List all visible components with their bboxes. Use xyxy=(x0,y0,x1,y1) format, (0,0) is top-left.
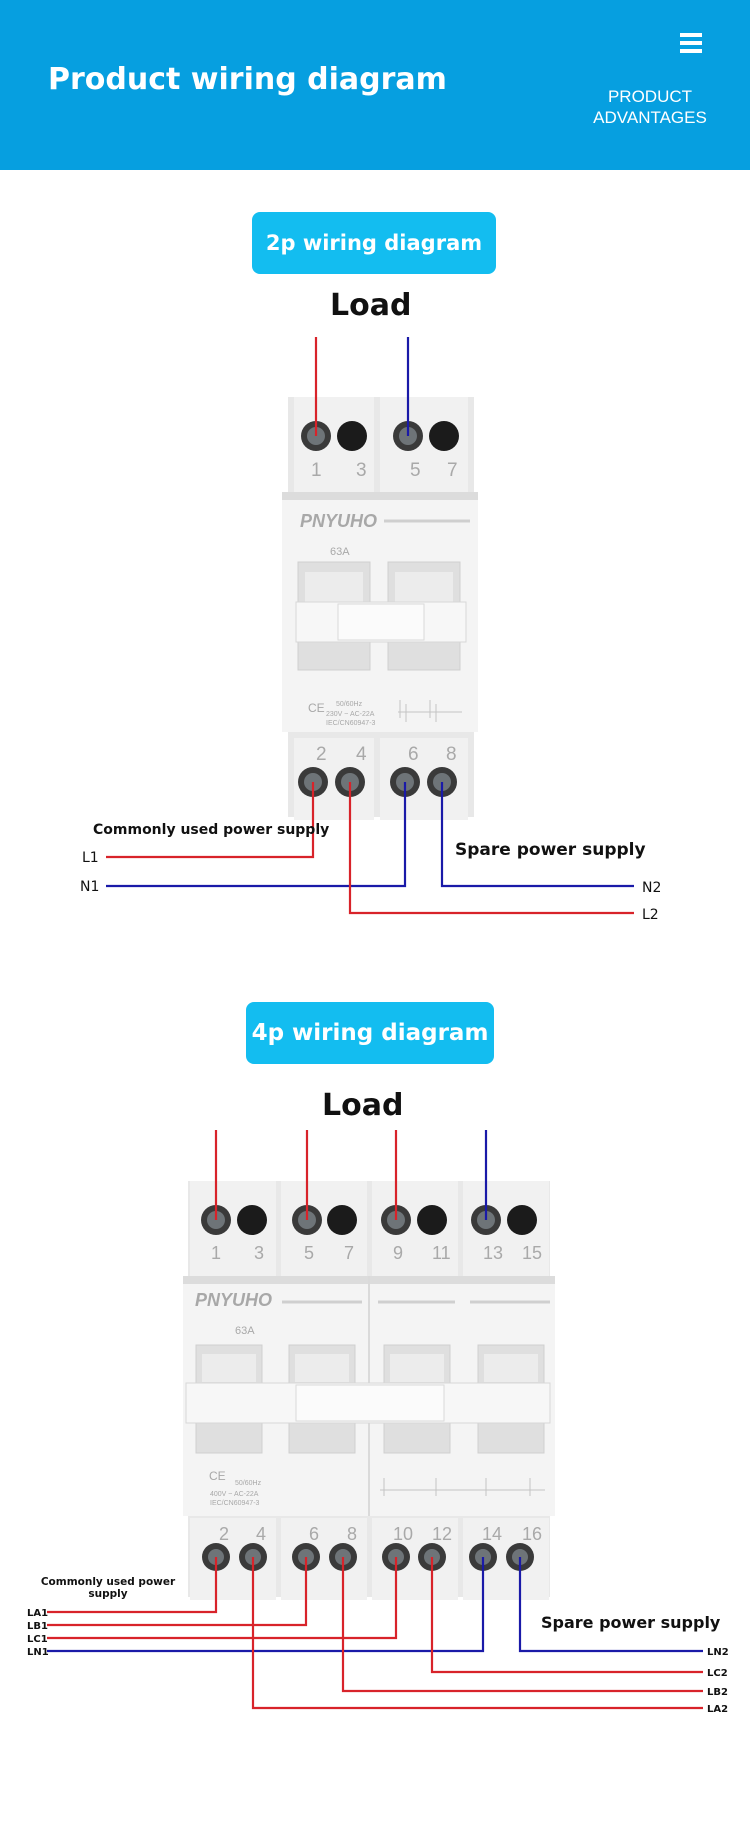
line-label: LC2 xyxy=(707,1668,728,1679)
wire-N1 xyxy=(106,782,407,888)
terminal-number: 14 xyxy=(482,1524,502,1544)
line-label: LB2 xyxy=(707,1687,728,1698)
wire-LB1 xyxy=(47,1557,308,1627)
terminal-number: 1 xyxy=(311,460,322,481)
terminal-number: 11 xyxy=(432,1243,451,1263)
terminal-hole xyxy=(337,421,367,451)
line-label: LA2 xyxy=(707,1704,728,1715)
spare-supply-label: Spare power supply xyxy=(455,840,646,860)
terminal-number: 3 xyxy=(254,1243,264,1263)
switch-2p: PNYUHO 63A CE 50/60Hz 230V ~ AC-22A IEC/… xyxy=(282,397,478,820)
load-label-2p: Load xyxy=(330,288,412,323)
line-label: LC1 xyxy=(27,1634,48,1645)
switch-4p: PNYUHO 63A CE 50/60Hz 400V ~ AC-22A IEC/… xyxy=(183,1181,555,1600)
wire-LC1 xyxy=(47,1557,398,1640)
wire-L1 xyxy=(106,782,315,859)
terminal-number: 3 xyxy=(356,460,367,481)
common-supply-label: Commonly used power supply xyxy=(93,822,329,838)
terminal-hole xyxy=(327,1205,357,1235)
terminal-number: 7 xyxy=(344,1243,354,1263)
terminal-number: 5 xyxy=(410,460,421,481)
terminal-hole xyxy=(429,421,459,451)
terminal-number: 4 xyxy=(256,1524,266,1544)
wire-L2 xyxy=(348,782,634,915)
line-label: N1 xyxy=(80,879,99,895)
brand-text: PNYUHO xyxy=(300,511,377,531)
terminal-number: 12 xyxy=(432,1524,452,1544)
terminal-number: 2 xyxy=(219,1524,229,1544)
terminal-hole xyxy=(417,1205,447,1235)
terminal-number: 16 xyxy=(522,1524,542,1544)
terminal-number: 8 xyxy=(347,1524,357,1544)
terminal-hole xyxy=(237,1205,267,1235)
spec-voltage: 230V ~ AC-22A xyxy=(326,711,375,718)
page-title: Product wiring diagram xyxy=(48,62,447,97)
terminal-number: 1 xyxy=(211,1243,221,1263)
terminal-number: 15 xyxy=(522,1243,542,1263)
line-label: N2 xyxy=(642,880,661,896)
section-4p-title: 4p wiring diagram xyxy=(246,1002,494,1064)
terminal-number: 13 xyxy=(483,1243,503,1263)
section-2p-title: 2p wiring diagram xyxy=(252,212,496,274)
terminal-number: 8 xyxy=(446,744,457,765)
wires-2p xyxy=(106,337,634,915)
hamburger-icon[interactable] xyxy=(680,33,702,57)
rating-text: 63A xyxy=(235,1325,255,1337)
wire-LA2 xyxy=(251,1557,703,1710)
load-label-4p: Load xyxy=(322,1088,404,1123)
terminal-number: 4 xyxy=(356,744,367,765)
ce-mark: CE xyxy=(308,701,325,715)
ce-mark: CE xyxy=(209,1469,226,1483)
wires-4p xyxy=(47,1130,703,1710)
line-label: L2 xyxy=(642,907,659,923)
line-label: LN2 xyxy=(707,1647,729,1658)
line-label: LA1 xyxy=(27,1608,48,1619)
spec-standard: IEC/CN60947-3 xyxy=(210,1500,260,1507)
spare-supply-label: Spare power supply xyxy=(541,1613,721,1632)
wire-LN2 xyxy=(518,1557,703,1653)
wire-N2 xyxy=(440,782,634,888)
line-label: L1 xyxy=(82,850,99,866)
terminal-number: 2 xyxy=(316,744,327,765)
brand-text: PNYUHO xyxy=(195,1290,272,1310)
terminal-number: 5 xyxy=(304,1243,314,1263)
wire-LN1 xyxy=(47,1557,485,1653)
wire-LB2 xyxy=(341,1557,703,1693)
line-label: LB1 xyxy=(27,1621,48,1632)
rating-text: 63A xyxy=(330,546,350,558)
spec-voltage: 400V ~ AC-22A xyxy=(210,1491,259,1498)
spec-standard: IEC/CN60947-3 xyxy=(326,720,376,727)
spec-frequency: 50/60Hz xyxy=(336,701,363,708)
terminal-number: 7 xyxy=(447,460,458,481)
line-label: LN1 xyxy=(27,1647,49,1658)
terminal-hole xyxy=(507,1205,537,1235)
spec-frequency: 50/60Hz xyxy=(235,1480,262,1487)
terminal-number: 6 xyxy=(309,1524,319,1544)
wire-LC2 xyxy=(430,1557,703,1674)
terminal-number: 9 xyxy=(393,1243,403,1263)
terminal-number: 10 xyxy=(393,1524,413,1544)
wire-LA1 xyxy=(47,1557,218,1614)
terminal-number: 6 xyxy=(408,744,419,765)
